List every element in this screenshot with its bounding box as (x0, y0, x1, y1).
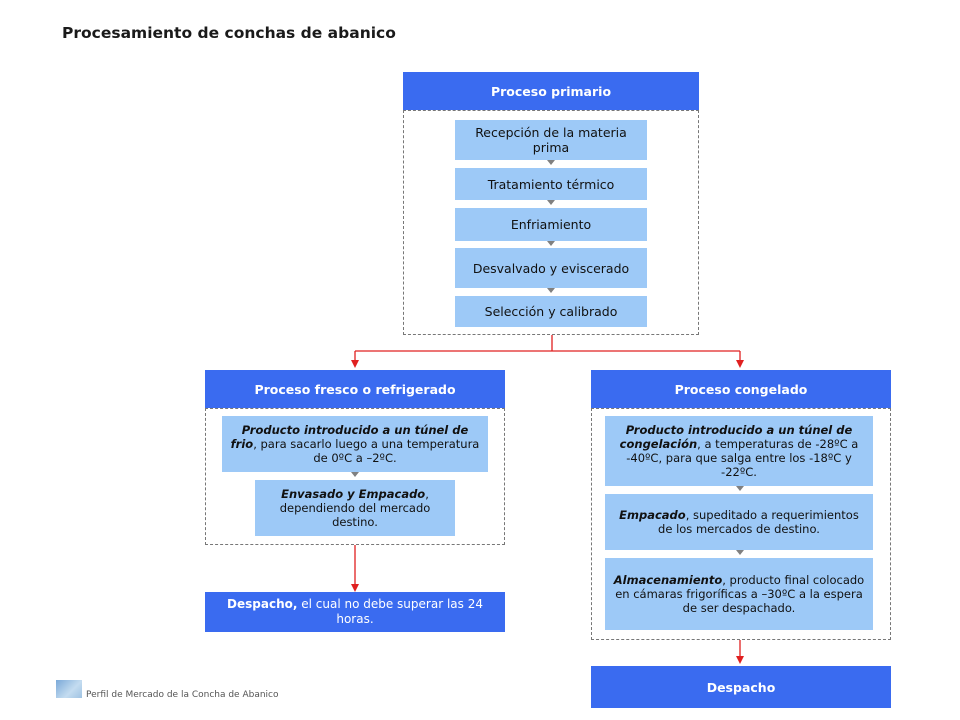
logo-icon (56, 680, 82, 698)
step-arrow-icon (736, 550, 744, 555)
frozen-step-1: Producto introducido a un túnel de conge… (605, 416, 873, 486)
step-arrow-icon (547, 288, 555, 293)
fresh-dispatch-emphasis: Despacho, (227, 597, 298, 611)
fresh-step-1-text: , para sacarlo luego a una temperatura d… (253, 437, 480, 465)
fresh-step-1: Producto introducido a un túnel de frio,… (222, 416, 488, 472)
frozen-dispatch: Despacho (591, 666, 891, 708)
step-arrow-icon (351, 472, 359, 477)
fresh-header: Proceso fresco o refrigerado (205, 370, 505, 408)
page-title: Procesamiento de conchas de abanico (62, 24, 396, 42)
primary-step-2: Tratamiento térmico (455, 168, 647, 200)
fresh-container (205, 408, 505, 545)
frozen-step-1-text: , a temperaturas de -28ºC a -40ºC, para … (626, 437, 859, 479)
primary-container (403, 110, 699, 335)
fresh-step-1-emphasis: Producto introducido a un túnel de frio (230, 423, 469, 451)
primary-header: Proceso primario (403, 72, 699, 110)
frozen-step-3: Almacenamiento, producto final colocado … (605, 558, 873, 630)
frozen-step-3-text: , producto final colocado en cámaras fri… (615, 573, 865, 615)
frozen-step-2-emphasis: Empacado (619, 508, 686, 522)
primary-step-4: Desvalvado y eviscerado (455, 248, 647, 288)
step-arrow-icon (736, 486, 744, 491)
frozen-step-2: Empacado, supeditado a requerimientos de… (605, 494, 873, 550)
primary-step-1: Recepción de la materia prima (455, 120, 647, 160)
primary-step-5: Selección y calibrado (455, 296, 647, 327)
step-arrow-icon (547, 160, 555, 165)
fresh-step-2-text: , dependiendo del mercado destino. (279, 487, 431, 529)
fresh-dispatch-text: el cual no debe superar las 24 horas. (297, 597, 483, 626)
footer-text: Perfil de Mercado de la Concha de Abanic… (86, 690, 279, 700)
step-arrow-icon (547, 200, 555, 205)
step-arrow-icon (547, 241, 555, 246)
primary-step-3: Enfriamiento (455, 208, 647, 241)
frozen-header: Proceso congelado (591, 370, 891, 408)
frozen-step-2-text: , supeditado a requerimientos de los mer… (658, 508, 859, 536)
fresh-dispatch: Despacho, el cual no debe superar las 24… (205, 592, 505, 632)
fresh-step-2-emphasis: Envasado y Empacado (281, 487, 426, 501)
fresh-step-2: Envasado y Empacado, dependiendo del mer… (255, 480, 455, 536)
frozen-step-3-emphasis: Almacenamiento (613, 573, 723, 587)
frozen-step-1-emphasis: Producto introducido a un túnel de conge… (619, 423, 853, 451)
frozen-container (591, 408, 891, 640)
